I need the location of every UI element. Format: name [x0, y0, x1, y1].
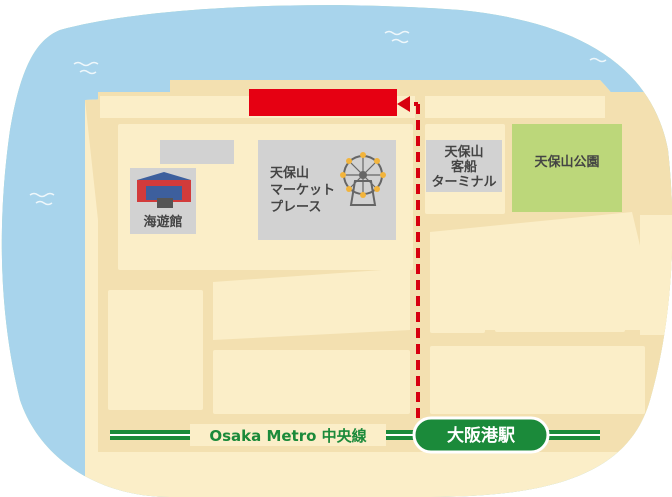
terminal-label-line2: 客船: [451, 159, 477, 175]
arrow-left-icon: [397, 96, 410, 112]
park-label: 天保山公園: [534, 154, 599, 170]
station-badge: [412, 416, 550, 454]
ferris-wheel-icon: [340, 152, 386, 206]
aquarium-annex: [160, 140, 234, 164]
metro-line-label: Osaka Metro 中央線: [209, 427, 366, 445]
station-label: 大阪港駅: [447, 425, 516, 446]
aquarium-building-icon: [137, 172, 191, 208]
aquarium-label: 海遊館: [143, 214, 182, 230]
park-area: [512, 124, 622, 212]
terminal-label-line1: 天保山: [444, 144, 483, 160]
wave-icon: [29, 30, 607, 206]
marketplace-label-line1: 天保山: [270, 165, 309, 181]
marketplace-label-line2: マーケット: [270, 183, 335, 198]
terminal-label-line3: ターミナル: [431, 175, 496, 190]
marketplace-label-line3: プレース: [270, 200, 321, 215]
terminal-building: [426, 140, 502, 192]
destination-marker: [249, 89, 397, 116]
metro-line-label-bg: [190, 424, 386, 446]
